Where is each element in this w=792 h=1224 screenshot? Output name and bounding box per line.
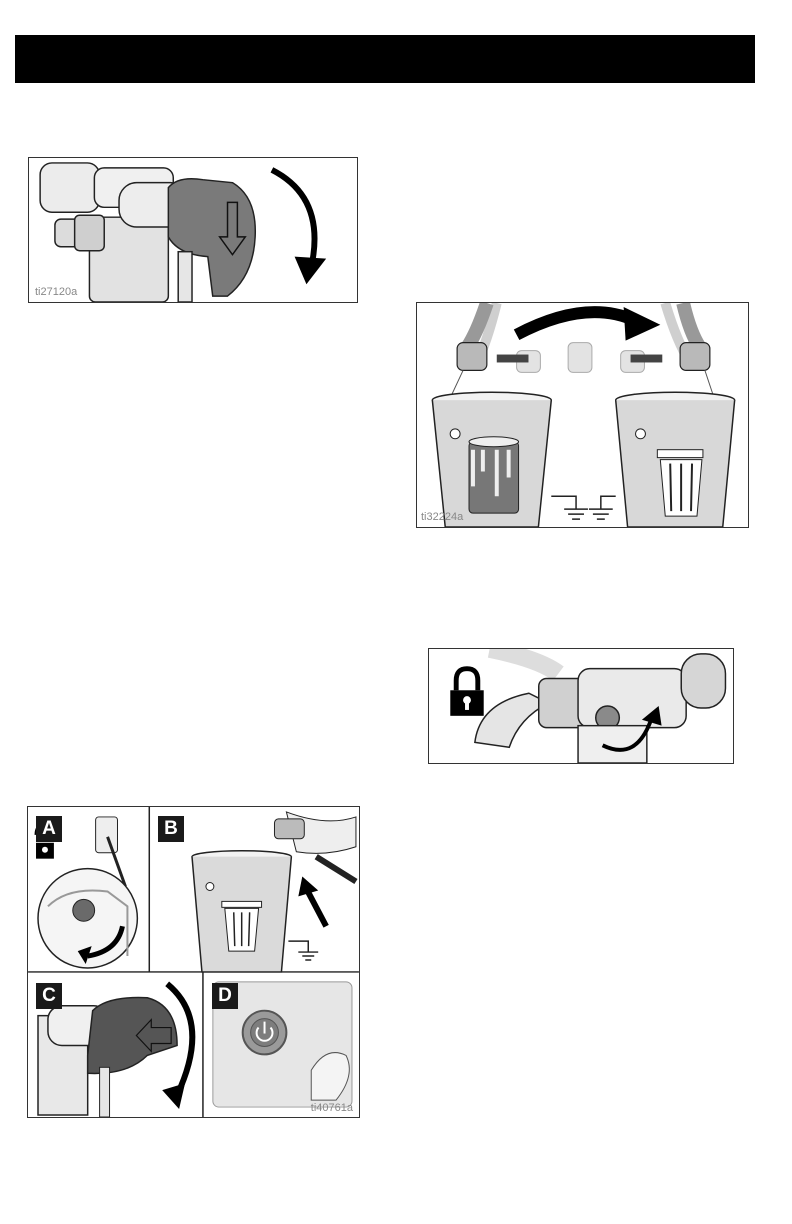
trigger-lock-illustration bbox=[429, 649, 733, 763]
panel-letter: D bbox=[212, 983, 238, 1009]
prime-valve-illustration bbox=[29, 158, 357, 302]
figure-id-label: ti27120a bbox=[35, 286, 77, 298]
figure-procedure-panels: A B C D ti40761a bbox=[27, 806, 360, 1118]
procedure-panels-illustration bbox=[28, 807, 359, 1117]
panel-letter: C bbox=[36, 983, 62, 1009]
figure-flush-pails: ti32224a bbox=[416, 302, 749, 528]
figure-id-label: ti40761a bbox=[311, 1102, 353, 1114]
section-header-bar bbox=[15, 35, 755, 83]
panel-letter: A bbox=[36, 816, 62, 842]
panel-letter: B bbox=[158, 816, 184, 842]
figure-trigger-lock bbox=[428, 648, 734, 764]
figure-prime-valve: ti27120a bbox=[28, 157, 358, 303]
flush-pails-illustration bbox=[417, 303, 748, 527]
figure-id-label: ti32224a bbox=[421, 511, 463, 523]
